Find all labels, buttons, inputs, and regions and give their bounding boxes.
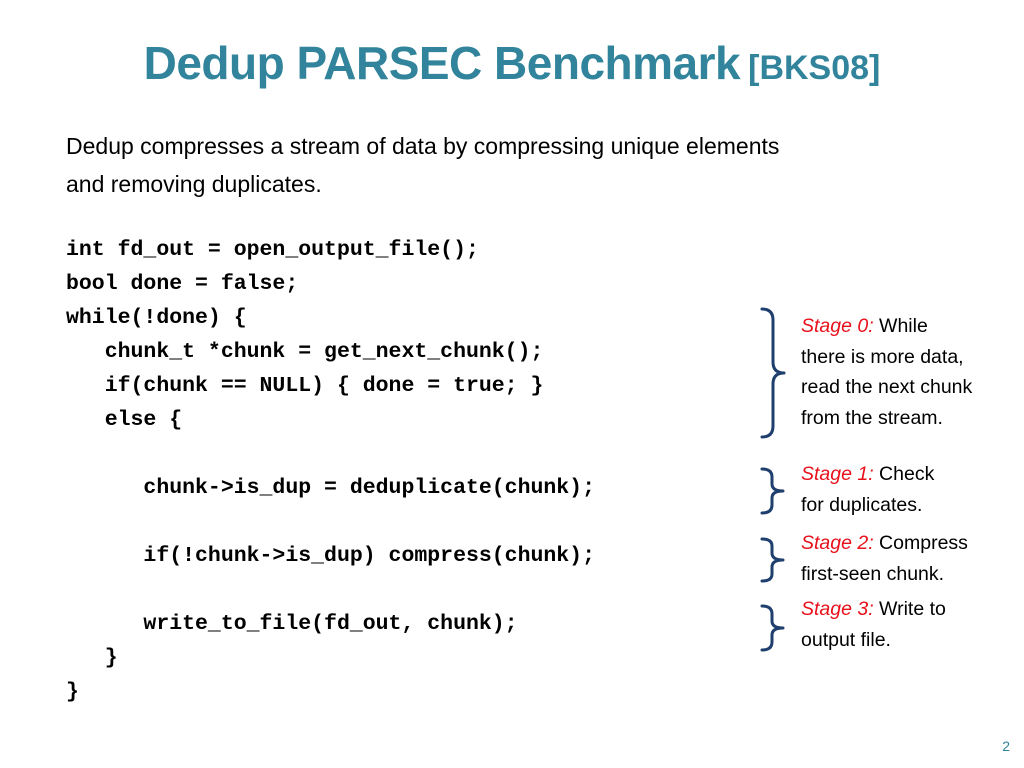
stage-3-label: Stage 3: — [801, 598, 874, 620]
stage-0-text-4: from the stream. — [801, 406, 943, 429]
stage-3-brace-icon — [760, 604, 785, 652]
title-text: Dedup PARSEC Benchmark — [143, 37, 741, 89]
code-line-5: if(chunk == NULL) { done = true; } — [66, 374, 544, 398]
code-line-11: } — [66, 680, 79, 704]
stage-3-text-1: Write to — [873, 598, 946, 620]
stage-0-label: Stage 0: — [801, 315, 874, 337]
code-line-9: write_to_file(fd_out, chunk); — [66, 612, 518, 636]
stage-2-text-2: first-seen chunk. — [801, 562, 945, 585]
stage-2-note: Stage 2: Compress first-seen chunk. — [801, 528, 968, 589]
intro-paragraph: Dedup compresses a stream of data by com… — [66, 127, 966, 203]
code-line-7: chunk->is_dup = deduplicate(chunk); — [66, 476, 595, 500]
code-line-6: else { — [66, 408, 183, 432]
code-line-1: int fd_out = open_output_file(); — [66, 238, 479, 262]
stage-0-text-1: While — [873, 315, 928, 337]
stage-1-note: Stage 1: Check for duplicates. — [801, 459, 934, 520]
stage-0-text-3: read the next chunk — [801, 376, 973, 398]
stage-1-text-2: for duplicates. — [801, 493, 923, 516]
title-citation: [BKS08] — [748, 49, 881, 87]
stage-2-brace-icon — [760, 537, 785, 583]
code-line-4: chunk_t *chunk = get_next_chunk(); — [66, 340, 544, 364]
stage-2-label: Stage 2: — [801, 532, 874, 554]
code-line-2: bool done = false; — [66, 272, 299, 296]
code-line-10: } — [66, 646, 118, 670]
code-line-3: while(!done) { — [66, 306, 247, 330]
stage-0-brace-icon — [760, 307, 786, 439]
slide-title: Dedup PARSEC Benchmark[BKS08] — [0, 36, 1024, 90]
stage-0-note: Stage 0: While there is more data, read … — [801, 311, 972, 433]
stage-1-text-1: Check — [873, 463, 935, 485]
intro-line-1: Dedup compresses a stream of data by com… — [66, 133, 780, 159]
stage-3-note: Stage 3: Write to output file. — [801, 594, 946, 655]
intro-line-2: and removing duplicates. — [66, 171, 322, 197]
stage-1-brace-icon — [760, 467, 785, 515]
stage-1-label: Stage 1: — [801, 463, 874, 485]
stage-0-text-2: there is more data, — [801, 345, 964, 368]
stage-2-text-1: Compress — [873, 532, 968, 554]
stage-3-text-2: output file. — [801, 628, 891, 651]
code-line-8: if(!chunk->is_dup) compress(chunk); — [66, 544, 595, 568]
page-number: 2 — [1002, 738, 1010, 754]
